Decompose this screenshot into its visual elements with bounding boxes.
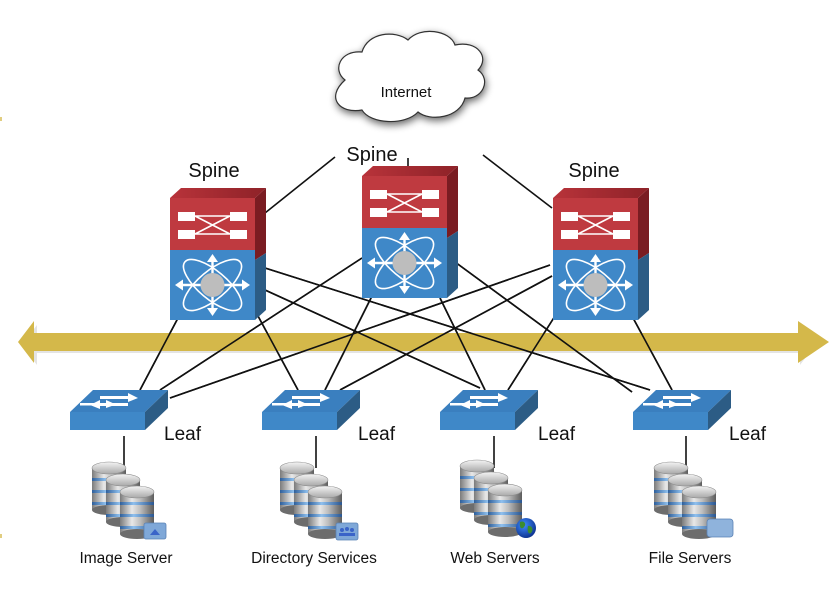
fabric-double-arrow-icon	[18, 321, 829, 365]
database-stack-icon	[460, 460, 522, 537]
users-folder-icon	[335, 522, 359, 541]
layer2-switch-icon	[70, 390, 168, 430]
layer2-switch-icon	[633, 390, 731, 430]
server-label-directory: Directory Services	[251, 550, 377, 567]
leaf-label-1: Leaf	[164, 424, 202, 445]
globe-icon	[516, 518, 536, 538]
server-label-web: Web Servers	[450, 550, 540, 567]
spine-switch-3[interactable]	[551, 186, 651, 322]
leaf-label-3: Leaf	[538, 424, 576, 445]
spine-label-2: Spine	[346, 144, 397, 166]
cloud-icon	[335, 30, 486, 123]
edge-mark	[0, 117, 2, 121]
folder-icon	[706, 518, 734, 538]
leaf-label-4: Leaf	[729, 424, 767, 445]
server-directory[interactable]: Directory Services	[251, 462, 377, 567]
server-file[interactable]: File Servers	[649, 462, 734, 567]
multilayer-switch-icon	[360, 164, 460, 300]
leaf-switch-3[interactable]	[440, 390, 538, 430]
internet-label: Internet	[381, 84, 433, 101]
server-image[interactable]: Image Server	[79, 462, 173, 567]
multilayer-switch-icon	[168, 186, 268, 322]
spine-label-3: Spine	[568, 160, 619, 182]
spine-switch-1[interactable]	[168, 186, 268, 322]
image-folder-icon	[143, 522, 167, 540]
leaf-switch-4[interactable]	[633, 390, 731, 430]
server-web[interactable]: Web Servers	[450, 460, 540, 567]
internet-cloud[interactable]: Internet	[335, 30, 486, 123]
spine-label-1: Spine	[188, 160, 239, 182]
link-internet-spine-1	[264, 156, 336, 214]
layer2-switch-icon	[440, 390, 538, 430]
leaf-switch-1[interactable]	[70, 390, 168, 430]
spine-switch-2[interactable]	[360, 164, 460, 300]
leaf-label-2: Leaf	[358, 424, 396, 445]
link-internet-spine-3	[482, 154, 553, 209]
multilayer-switch-icon	[551, 186, 651, 322]
edge-mark	[0, 534, 2, 538]
server-label-image: Image Server	[79, 550, 172, 567]
leaf-switch-2[interactable]	[262, 390, 360, 430]
database-stack-icon	[280, 462, 342, 539]
layer2-switch-icon	[262, 390, 360, 430]
links-over-arrow	[139, 257, 673, 399]
server-label-file: File Servers	[649, 550, 732, 567]
